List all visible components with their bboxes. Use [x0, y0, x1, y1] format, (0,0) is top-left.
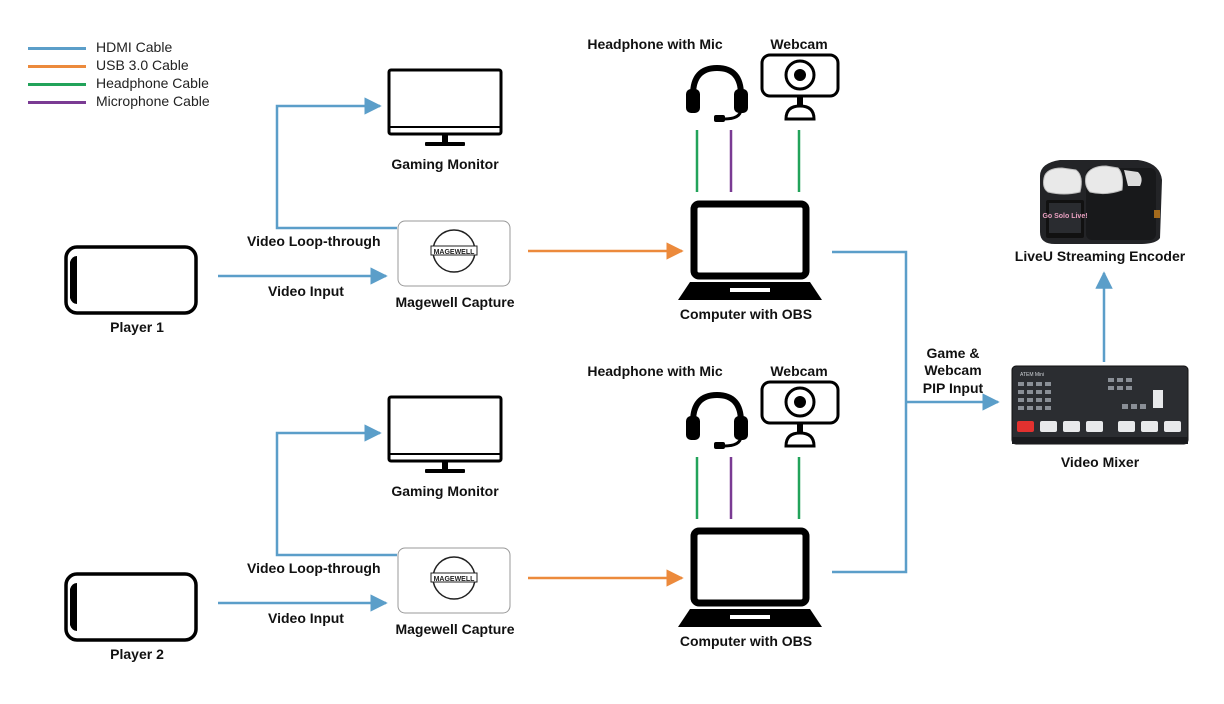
- phone-1: [64, 245, 198, 315]
- computer-2-label: Computer with OBS: [679, 633, 813, 649]
- headset-2-label: Headphone with Mic: [587, 363, 723, 379]
- headset-1: [686, 64, 748, 122]
- legend-label-usb: USB 3.0 Cable: [96, 57, 189, 73]
- legend-swatch-hdmi: [28, 47, 86, 50]
- hdmi-cable-loop-1: [275, 97, 397, 230]
- gaming-monitor-1-label: Gaming Monitor: [391, 156, 499, 172]
- hdmi-cable-pc1-to-mixer: [832, 250, 908, 574]
- video-input-1-label: Video Input: [268, 283, 344, 299]
- webcam-2-label: Webcam: [770, 363, 828, 379]
- gaming-monitor-2-label: Gaming Monitor: [391, 483, 499, 499]
- magewell-capture-2-label: Magewell Capture: [395, 621, 515, 637]
- video-mixer-label: Video Mixer: [1060, 454, 1140, 470]
- legend-label-hdmi: HDMI Cable: [96, 39, 173, 55]
- player-1-label: Player 1: [110, 319, 164, 335]
- legend-swatch-usb: [28, 65, 86, 68]
- loop-through-2-label: Video Loop-through: [247, 560, 381, 576]
- headset-1-label: Headphone with Mic: [587, 36, 723, 52]
- mixer-input-label-line-1: Game &: [926, 345, 980, 361]
- magewell-capture-1-label: Magewell Capture: [395, 294, 515, 310]
- encoder-screen-text: Go Solo Live!: [1042, 213, 1087, 220]
- magewell-capture-device-1: MAGEWELL: [397, 220, 511, 287]
- laptop-2: [678, 527, 822, 627]
- liveu-encoder-device: Go Solo Live!: [1040, 160, 1162, 244]
- video-input-2-label: Video Input: [268, 610, 344, 626]
- laptop-1: [678, 200, 822, 300]
- magewell-logo-1: MAGEWELL: [434, 249, 476, 256]
- gaming-monitor-1: [387, 68, 503, 146]
- legend-swatch-headphone: [28, 83, 86, 86]
- magewell-logo-2: MAGEWELL: [434, 576, 476, 583]
- webcam-1-label: Webcam: [770, 36, 828, 52]
- phone-2: [64, 572, 198, 642]
- legend-label-headphone: Headphone Cable: [96, 75, 209, 91]
- computer-1-label: Computer with OBS: [679, 306, 813, 322]
- hdmi-cable-loop-2: [275, 424, 397, 557]
- player-2-label: Player 2: [110, 646, 164, 662]
- legend-label-microphone: Microphone Cable: [96, 93, 210, 109]
- mixer-input-label-line-3: PIP Input: [922, 380, 984, 396]
- webcam-1: [760, 53, 840, 121]
- webcam-2: [760, 380, 840, 448]
- gaming-monitor-2: [387, 395, 503, 473]
- mixer-input-label-line-2: Webcam: [924, 362, 982, 378]
- video-mixer-device: ATEM Mini: [1011, 365, 1189, 445]
- liveu-encoder-label: LiveU Streaming Encoder: [1014, 248, 1186, 264]
- legend-swatch-microphone: [28, 101, 86, 104]
- loop-through-1-label: Video Loop-through: [247, 233, 381, 249]
- magewell-capture-device-2: MAGEWELL: [397, 547, 511, 614]
- headset-2: [686, 391, 748, 449]
- cables: [218, 97, 1113, 612]
- mixer-model-text: ATEM Mini: [1020, 372, 1044, 378]
